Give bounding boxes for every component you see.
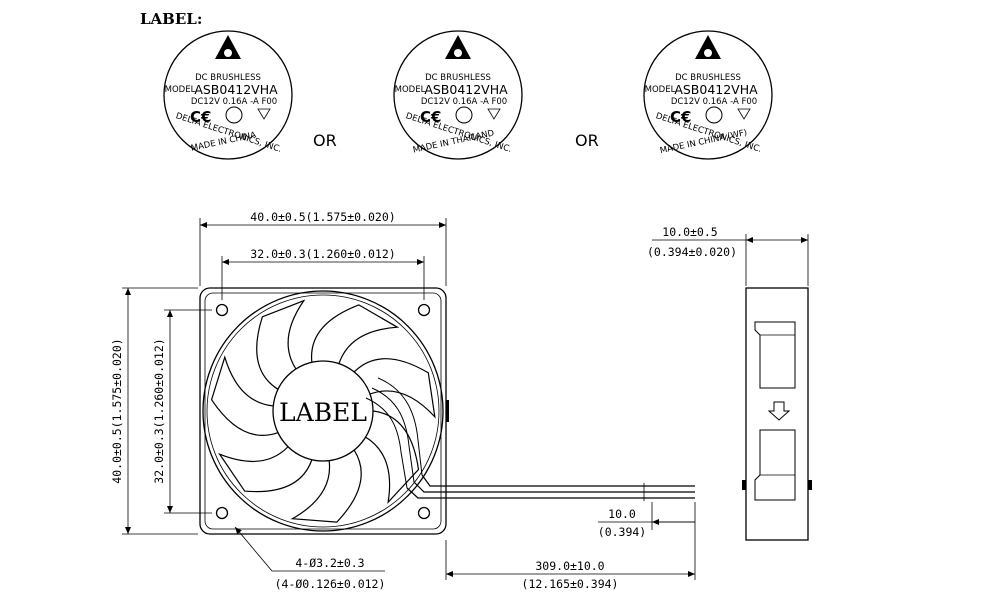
or-text-2: OR [575,131,599,150]
label-model-prefix: MODEL [395,85,426,95]
fan-blade [218,446,313,493]
label-model: ASB0412VHA [674,82,758,97]
dim-hole-diameter-in: (4-Ø0.126±0.012) [275,577,386,591]
label-spec: DC12V 0.16A -A F00 [671,97,757,107]
fan-blades [210,299,436,523]
delta-logo-icon [695,35,721,59]
ul-mark-icon [455,106,473,124]
delta-logo-icon [445,35,471,59]
ul-mark-icon [705,106,723,124]
label-line1: DC BRUSHLESS [425,73,491,83]
label-line1: DC BRUSHLESS [675,73,741,83]
dim-strip-mm: 10.0 [608,507,636,521]
mounting-hole-icon [417,303,431,317]
delta-logo-icon [215,35,241,59]
dim-thickness-in: (0.394±0.020) [647,245,737,259]
fan-blade [353,358,436,419]
fan-venturi [202,290,444,532]
ce-mark-icon: C€ [670,108,691,126]
label-model: ASB0412VHA [194,82,278,97]
mounting-hole-icon [215,303,229,317]
label-model: ASB0412VHA [424,82,508,97]
fan-blade [256,299,306,390]
vde-mark-icon [257,108,271,120]
dim-thickness-mm: 10.0±0.5 [662,225,717,239]
vde-mark-icon [737,108,751,120]
dimension-lines [122,218,809,580]
lead-wires [406,474,695,501]
label-line1: DC BRUSHLESS [195,73,261,83]
or-text-1: OR [313,131,337,150]
mounting-hole-icon [417,506,431,520]
fan-front-view [199,287,449,535]
label-circle [163,30,293,160]
label-model-prefix: MODEL [645,85,676,95]
vde-mark-icon [487,108,501,120]
mounting-hole-icon [215,506,229,520]
dim-lead-length-in: (12.165±0.394) [522,577,619,591]
label-circle [643,30,773,160]
fan-blade [310,304,400,364]
label-circle [393,30,523,160]
fan-blade [365,410,420,504]
label-heading: LABEL: [140,10,202,28]
dim-hole-diameter-mm: 4-Ø3.2±0.3 [295,556,364,570]
dim-lead-length-mm: 309.0±10.0 [535,559,604,573]
dim-height-hole: 32.0±0.3(1.260±0.012) [152,338,166,483]
ce-mark-icon: C€ [190,108,211,126]
fan-side-view [742,287,812,541]
side-frame-outline [745,287,809,541]
dim-strip-in: (0.394) [598,525,646,539]
fan-blade [210,355,279,436]
fan-blade [290,449,362,523]
dim-height-outer: 40.0±0.5(1.575±0.020) [110,338,124,483]
ul-mark-icon [225,106,243,124]
fan-hub [272,360,374,462]
fan-frame-inner [204,292,442,530]
dim-width-hole: 32.0±0.3(1.260±0.012) [250,247,395,261]
label-spec: DC12V 0.16A -A F00 [191,97,277,107]
label-model-prefix: MODEL [165,85,196,95]
hub-label-text: LABEL [279,398,367,427]
airflow-arrow-icon [767,401,791,421]
ce-mark-icon: C€ [420,108,441,126]
fan-venturi-inner [206,294,440,528]
label-spec: DC12V 0.16A -A F00 [421,97,507,107]
dim-width-outer: 40.0±0.5(1.575±0.020) [250,210,395,224]
